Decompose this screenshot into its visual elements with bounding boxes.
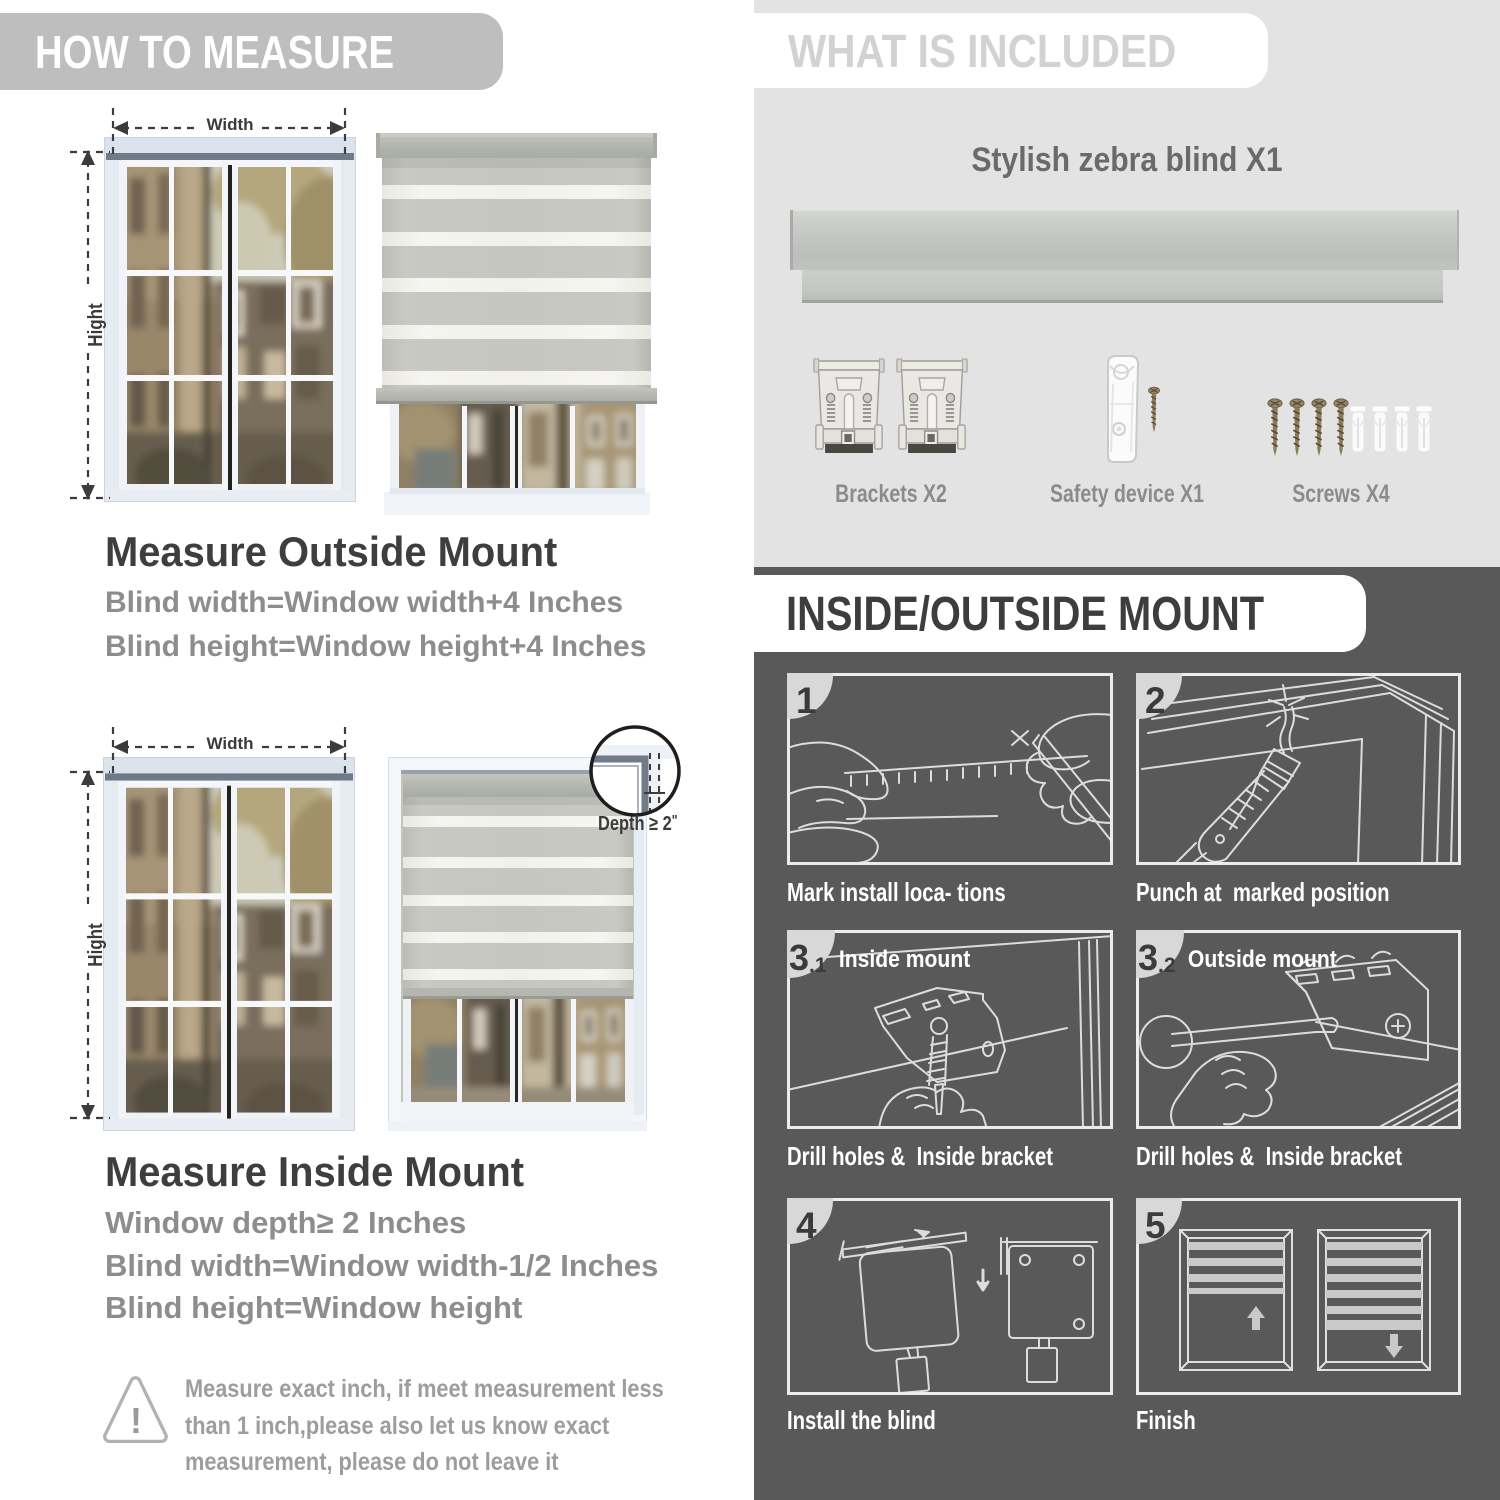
svg-text:Width: Width xyxy=(206,115,253,134)
svg-text:Inside mount: Inside mount xyxy=(839,946,971,973)
svg-text:Outside mount: Outside mount xyxy=(1188,946,1337,973)
svg-text:Width: Width xyxy=(206,734,253,753)
svg-text:1: 1 xyxy=(796,680,817,721)
svg-text:!: ! xyxy=(130,1400,142,1441)
svg-text:Hight: Hight xyxy=(84,923,107,966)
svg-text:Hight: Hight xyxy=(84,303,107,346)
svg-text:3: 3 xyxy=(1138,937,1158,978)
svg-text:4: 4 xyxy=(796,1205,817,1246)
svg-text:.2: .2 xyxy=(1158,954,1176,977)
svg-text:.1: .1 xyxy=(809,954,827,977)
svg-text:3: 3 xyxy=(789,937,809,978)
svg-text:2: 2 xyxy=(1145,680,1166,721)
svg-text:5: 5 xyxy=(1145,1205,1166,1246)
